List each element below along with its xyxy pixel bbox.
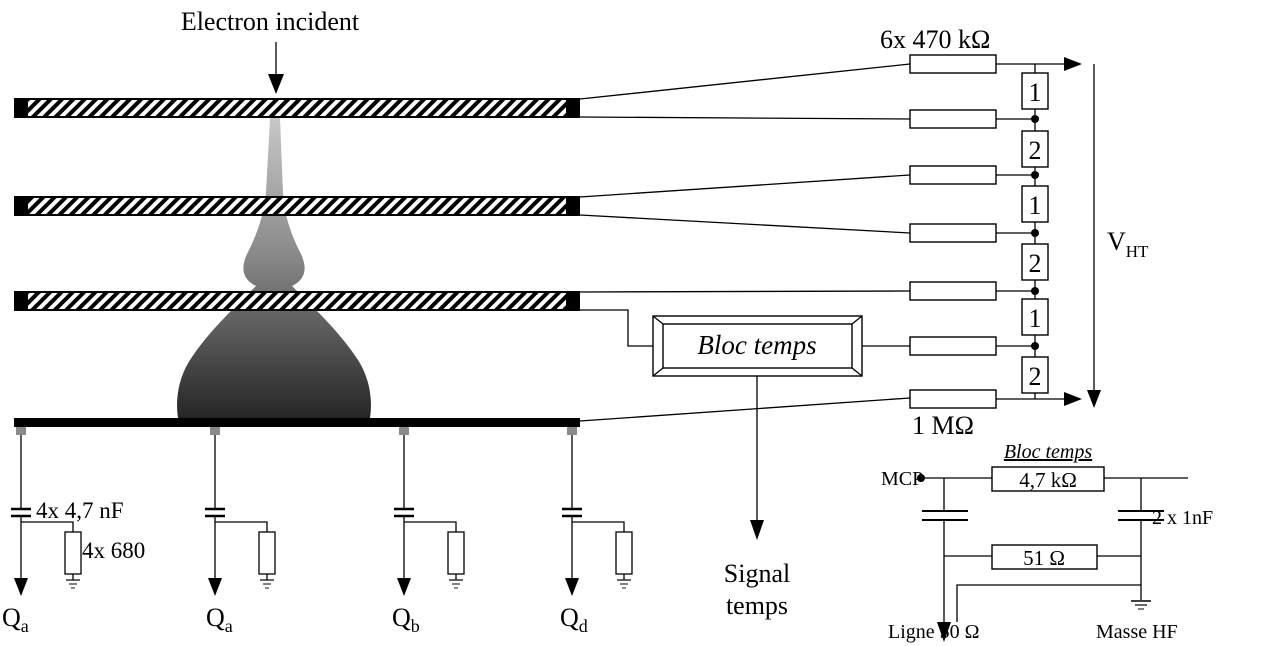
incident-label: Electron incident: [181, 7, 360, 36]
svg-text:Qa: Qa: [206, 603, 233, 636]
vht-label: VHT: [1107, 227, 1149, 261]
svg-text:Qd: Qd: [560, 603, 588, 636]
divider-number-1: 2: [1029, 136, 1042, 165]
bloc-caption: Bloc temps: [1004, 441, 1093, 463]
anode-plate: [14, 418, 580, 427]
divider-number-5: 2: [1029, 362, 1042, 391]
cap-2x1nf-label: 2 x 1nF: [1152, 507, 1213, 529]
resistors-label: 6x 470 kΩ: [880, 25, 990, 54]
incident-arrow: [268, 42, 284, 94]
mcp-plate-1: [14, 98, 580, 118]
vht-arrow: [1087, 64, 1101, 408]
bloc-temps-box: [652, 315, 863, 377]
output-label-1: Qa: [206, 603, 233, 636]
output-label-2: Qb: [392, 603, 420, 636]
divider-number-4: 1: [1029, 304, 1042, 333]
bloc-detail-circuit: [917, 466, 1188, 642]
bloc-temps-label: Bloc temps: [697, 330, 816, 360]
ligne-label: Ligne 50 Ω: [888, 621, 980, 643]
divider-wiring: [579, 63, 911, 422]
r-51-label: 51 Ω: [1023, 546, 1065, 570]
output-label-3: Qd: [560, 603, 588, 636]
output-label-0: Qa: [2, 603, 29, 636]
r-4k7-label: 4,7 kΩ: [1019, 468, 1077, 492]
readout-channel-0: [11, 435, 82, 596]
r-final-label: 1 MΩ: [912, 411, 974, 440]
mcp-label: MCP: [881, 468, 923, 490]
svg-text:Qb: Qb: [392, 603, 420, 636]
cap-4x-label: 4x 4,7 nF: [36, 498, 124, 523]
readout-channels: [11, 435, 633, 596]
divider-chain: [996, 57, 1082, 406]
readout-channel-3: [562, 435, 633, 596]
divider-boxes: [1021, 72, 1049, 394]
r-4x680-label: 4x 680: [82, 538, 145, 563]
masse-label: Masse HF: [1096, 621, 1178, 643]
signal-label-line2: temps: [726, 591, 788, 620]
divider-number-3: 2: [1029, 249, 1042, 278]
divider-number-2: 1: [1029, 191, 1042, 220]
electron-cloud: [177, 118, 371, 418]
signal-label-line1: Signal: [724, 559, 790, 588]
mcp-plate-2: [14, 196, 580, 216]
signal-arrow: [750, 376, 764, 540]
anode-readout: [16, 427, 577, 435]
mcp-plate-3: [14, 291, 580, 311]
readout-channel-2: [394, 435, 465, 596]
resistor-bank: [909, 54, 997, 409]
divider-number-0: 1: [1029, 78, 1042, 107]
svg-text:Qa: Qa: [2, 603, 29, 636]
readout-channel-1: [205, 435, 276, 596]
